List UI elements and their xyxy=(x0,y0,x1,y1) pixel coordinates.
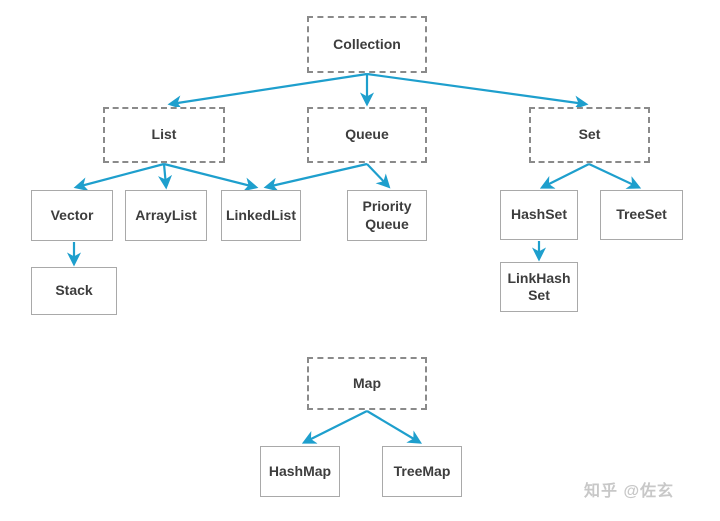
edge-map-hashmap xyxy=(301,410,368,444)
edge-set-treeset xyxy=(588,163,642,189)
node-map: Map xyxy=(307,357,427,410)
node-arraylist: ArrayList xyxy=(125,190,207,241)
node-treemap-label: TreeMap xyxy=(393,462,451,479)
node-list: List xyxy=(103,107,225,163)
node-stack: Stack xyxy=(31,267,117,315)
node-hashset: HashSet xyxy=(500,190,578,240)
node-queue-label: Queue xyxy=(345,126,389,143)
edge-map-treemap xyxy=(366,410,423,444)
edge-queue-linkedlist xyxy=(263,162,368,192)
node-priorityqueue-label: Priority Queue xyxy=(362,198,412,232)
edge-list-vector xyxy=(73,162,165,192)
node-set: Set xyxy=(529,107,650,163)
node-collection-label: Collection xyxy=(333,35,401,52)
node-linkhashset-label: LinkHash Set xyxy=(507,269,571,304)
node-vector: Vector xyxy=(31,190,113,241)
node-set-label: Set xyxy=(578,126,601,143)
node-hashmap: HashMap xyxy=(260,446,340,497)
node-queue: Queue xyxy=(307,107,427,163)
node-treemap: TreeMap xyxy=(382,446,462,497)
node-treeset-label: TreeSet xyxy=(616,206,667,223)
node-stack-label: Stack xyxy=(55,282,93,299)
watermark: 知乎 @佐玄 xyxy=(584,483,675,500)
edge-set-hashset xyxy=(539,163,590,189)
node-list-label: List xyxy=(151,126,177,143)
node-map-label: Map xyxy=(353,374,381,391)
node-linkedlist: LinkedList xyxy=(221,190,301,241)
node-hashmap-label: HashMap xyxy=(268,462,332,479)
node-hashset-label: HashSet xyxy=(510,206,568,223)
edge-list-arraylist xyxy=(158,163,173,190)
node-linkedlist-label: LinkedList xyxy=(225,206,296,223)
edge-collection-set xyxy=(366,72,589,110)
edge-queue-priorityqueue xyxy=(366,163,391,189)
node-linkhashset: LinkHash Set xyxy=(500,262,578,312)
node-arraylist-label: ArrayList xyxy=(135,206,197,223)
node-treeset: TreeSet xyxy=(600,190,683,240)
node-priorityqueue: Priority Queue xyxy=(347,190,427,241)
edge-list-linkedlist xyxy=(163,162,259,192)
node-collection: Collection xyxy=(307,16,427,73)
node-vector-label: Vector xyxy=(50,206,94,223)
edge-collection-list xyxy=(167,72,368,110)
